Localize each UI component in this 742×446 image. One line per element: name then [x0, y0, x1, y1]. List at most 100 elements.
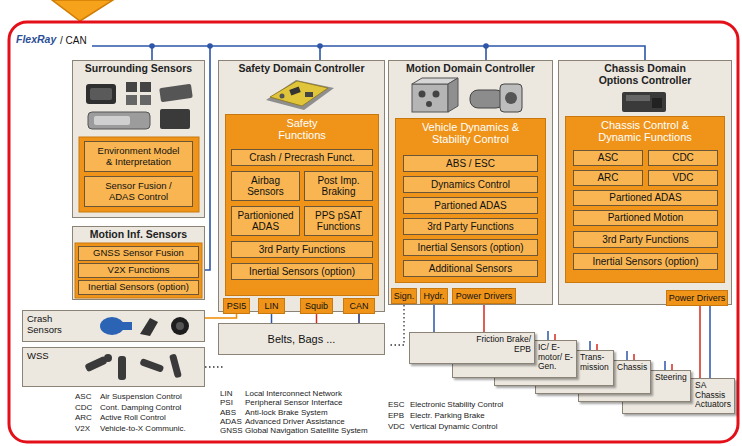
- abbreviation-meaning: Electr. Parking Brake: [410, 412, 485, 421]
- domain-box: Motion Inf. SensorsGNSS Sensor FusionV2X…: [72, 226, 205, 300]
- box-label: VDC: [672, 172, 693, 183]
- abbreviation: ASC: [75, 393, 91, 402]
- label-anchor: ARC: [75, 414, 92, 423]
- box-label: ASC: [598, 152, 619, 163]
- box-label: Chassis Domain Options Controller: [590, 63, 700, 87]
- box-label: Inertial Sensors (option): [417, 242, 523, 253]
- sensor-illustration: [126, 95, 137, 105]
- function-panel: Safety FunctionsCrash / Precrash Funct.A…: [225, 114, 379, 296]
- label-anchor: Electr. Parking Brake: [410, 412, 485, 421]
- function-box: Inertial Sensors (option): [573, 253, 718, 270]
- flexray-bus: [92, 46, 645, 60]
- box-label: Trans- mission: [580, 353, 612, 372]
- signal-wire: [709, 306, 711, 378]
- port-tab: CAN: [343, 298, 375, 314]
- box-label: 3rd Party Functions: [602, 234, 689, 245]
- function-box: Environment Model & Interpretation: [84, 141, 193, 172]
- box-label: Vehicle Dynamics & Stability Control: [416, 121, 526, 146]
- chassis-ecu-illustration: [622, 92, 666, 112]
- box-label: Friction Brake/ EPB: [473, 335, 531, 354]
- port-tab: Squib: [300, 298, 333, 314]
- sensor-box: WSS: [22, 347, 205, 387]
- port-tab: Hydr.: [420, 288, 448, 304]
- box-label: Hydr.: [423, 291, 444, 301]
- signal-wire: [205, 314, 237, 318]
- function-box: 3rd Party Functions: [231, 241, 373, 258]
- label-anchor: Anti-lock Brake System: [245, 409, 328, 418]
- wire-stub: [664, 361, 666, 370]
- sensor-illustration: [88, 112, 150, 129]
- signal-wire: [433, 304, 435, 332]
- wheel-speed-sensor-illustration: [139, 358, 164, 373]
- abbreviation-meaning: Electronic Stability Control: [410, 401, 503, 410]
- ecu-illustration: [305, 92, 313, 97]
- abbreviation: ARC: [75, 414, 92, 423]
- function-box: Sensor Fusion / ADAS Control: [84, 176, 193, 207]
- box-label: 3rd Party Functions: [427, 221, 514, 232]
- abbreviation: ADAS: [220, 418, 242, 427]
- chassis-ecu-illustration: [652, 98, 662, 108]
- function-box: Inertial Sensors (option): [403, 239, 538, 256]
- flexray-bus: [205, 46, 210, 270]
- sensor-illustration: [126, 82, 137, 92]
- box-fill: [388, 60, 553, 305]
- signal-wire: [316, 314, 318, 323]
- function-box: Partioned ADAS: [573, 190, 718, 206]
- bus-junction: [149, 43, 489, 49]
- function-box: V2X Functions: [78, 263, 199, 278]
- box-label: 3rd Party Functions: [259, 244, 346, 255]
- crash-sensor-illustration: [140, 318, 158, 336]
- abbreviation: PSI: [220, 399, 233, 408]
- box-label: Chassis: [617, 363, 649, 373]
- label-anchor: Vertical Dynamic Control: [410, 423, 498, 432]
- abbreviation: VDC: [388, 423, 405, 432]
- port-tab: Power Drivers: [452, 288, 516, 304]
- wheel-speed-sensor-illustration: [104, 354, 112, 362]
- signal-wire: [699, 306, 701, 378]
- crash-sensor-illustration: [100, 317, 124, 335]
- abbreviation-meaning: Local Interconnect Network: [245, 390, 342, 399]
- box-fill: [218, 60, 385, 312]
- box-label: Belts, Bags ...: [268, 333, 336, 345]
- box-fill: [22, 347, 205, 387]
- function-box: Post Imp. Braking: [304, 171, 373, 201]
- domain-box: Safety Domain ControllerSafety Functions…: [218, 60, 385, 312]
- label-anchor: Vehicle-to-X Communic.: [100, 425, 186, 434]
- label-anchor: Cont. Damping Control: [100, 404, 181, 413]
- domain-box: Surrounding SensorsEnvironment Model & I…: [72, 60, 205, 218]
- box-label: CDC: [672, 152, 694, 163]
- wire-stub: [626, 351, 628, 360]
- box-label: Motion Inf. Sensors: [73, 229, 204, 241]
- box-label: Surrounding Sensors: [73, 63, 204, 75]
- function-panel: [79, 137, 199, 212]
- ecu-illustration: [289, 86, 300, 95]
- sensor-illustration: [159, 84, 193, 102]
- abbreviation-meaning: Active Roll Control: [100, 414, 166, 423]
- function-box: GNSS Sensor Fusion: [78, 246, 199, 261]
- port-tab: Power Drivers: [666, 290, 728, 306]
- abbreviation-meaning: Peripheral Sensor Interface: [245, 399, 342, 408]
- wire-stub: [547, 331, 549, 340]
- abbreviation: ESC: [388, 401, 404, 410]
- actuator-box: Friction Brake/ EPB: [409, 332, 535, 364]
- box-label: Power Drivers: [669, 293, 726, 303]
- box-label: LIN: [264, 301, 278, 311]
- function-box: Airbag Sensors: [231, 171, 300, 201]
- box-label: Steering: [655, 373, 689, 383]
- box-fill: [72, 60, 205, 218]
- bus-name: FlexRay: [16, 34, 56, 46]
- box-label: Environment Model & Interpretation: [96, 146, 182, 167]
- box-label: Safety Domain Controller: [219, 63, 384, 75]
- signal-wire: [271, 314, 273, 323]
- sensor-illustration: [140, 95, 151, 105]
- pointer-arrow: [52, 0, 113, 21]
- port-tab: Sign.: [391, 288, 417, 304]
- function-box: 3rd Party Functions: [573, 231, 718, 248]
- chassis-ecu-illustration: [626, 95, 650, 101]
- function-box: Dynamics Control: [403, 176, 538, 193]
- abbreviation: GNSS: [220, 427, 243, 436]
- domain-box: Motion Domain ControllerVehicle Dynamics…: [388, 60, 553, 305]
- crash-sensor-illustration: [171, 317, 189, 335]
- function-box: Partionioned ADAS: [231, 206, 300, 236]
- box-label: Partioned ADAS: [434, 200, 506, 211]
